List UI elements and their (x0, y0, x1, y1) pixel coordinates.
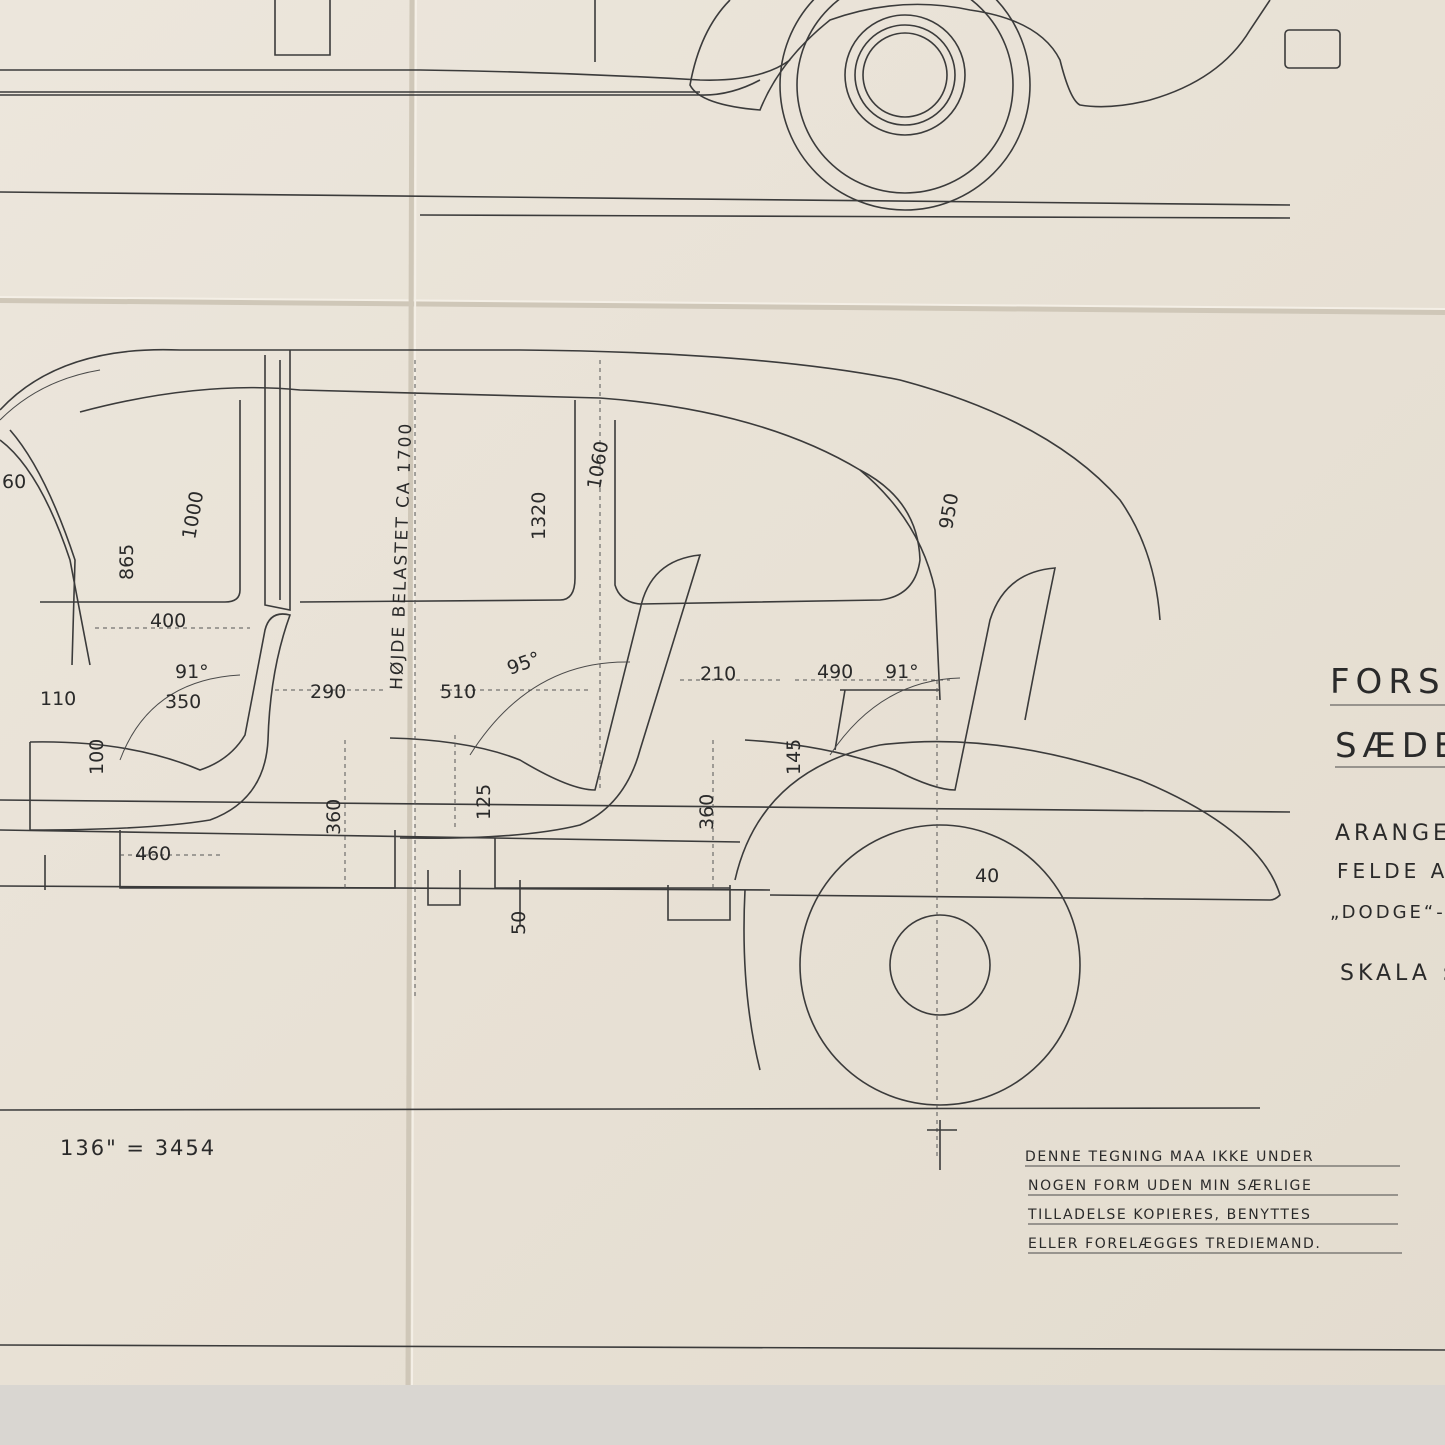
dim-91-rear: 91° (885, 661, 919, 683)
dim-400: 400 (150, 610, 186, 632)
title-line-2: SÆDE (1335, 726, 1445, 766)
title-block: FORS SÆDE ARANGE FELDE A „DODGE“-C SKALA… (1330, 662, 1445, 986)
title-line-1: FORS (1330, 662, 1445, 702)
notice-line-1: DENNE TEGNING MAA IKKE UNDER (1025, 1149, 1314, 1165)
fold-vertical (405, 0, 415, 1386)
wheelbase-note: 136" = 3454 (60, 1136, 216, 1160)
dim-50: 50 (508, 911, 530, 935)
dim-290: 290 (310, 681, 346, 703)
dim-145: 145 (783, 739, 805, 775)
dim-510: 510 (440, 681, 476, 703)
dim-360-front: 360 (323, 799, 345, 835)
dim-100: 100 (86, 739, 108, 775)
dim-125: 125 (473, 784, 495, 820)
seating-section-view (0, 348, 1445, 1351)
dim-1320: 1320 (528, 492, 550, 540)
notice-line-4: ELLER FORELÆGGES TREDIEMAND. (1028, 1236, 1321, 1252)
paper (0, 0, 1445, 1385)
dim-490: 490 (817, 661, 853, 683)
subtitle-2: FELDE A (1337, 859, 1445, 883)
scale-label: SKALA : (1340, 961, 1445, 986)
dim-865: 865 (116, 544, 138, 580)
subtitle-3: „DODGE“-C (1330, 902, 1445, 923)
subtitle-1: ARANGE (1335, 821, 1445, 846)
dim-350: 350 (165, 691, 201, 713)
dim-210: 210 (700, 663, 736, 685)
copyright-notice: DENNE TEGNING MAA IKKE UNDER NOGEN FORM … (1025, 1149, 1402, 1254)
fold-horizontal (0, 297, 1445, 315)
notice-line-3: TILLADELSE KOPIERES, BENYTTES (1027, 1207, 1311, 1223)
dim-60: 60 (2, 471, 26, 493)
table-surface (0, 1385, 1445, 1445)
dim-110: 110 (40, 688, 76, 710)
dim-460: 460 (135, 843, 171, 865)
notice-line-2: NOGEN FORM UDEN MIN SÆRLIGE (1028, 1178, 1312, 1194)
upper-car-side-view (0, 0, 1341, 219)
dim-360-mid: 360 (696, 794, 718, 830)
dim-91-front: 91° (175, 661, 209, 683)
dim-40: 40 (975, 865, 999, 887)
